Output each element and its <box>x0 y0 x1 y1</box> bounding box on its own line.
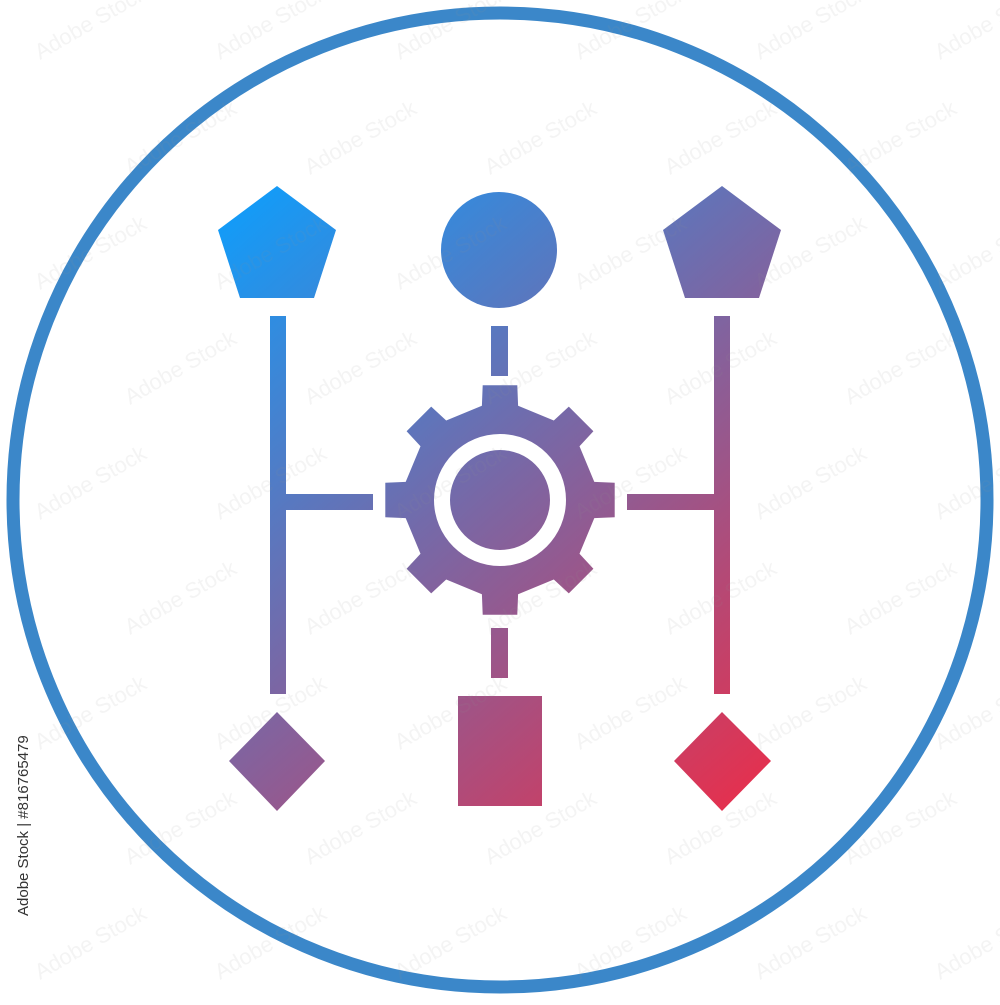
watermark-text: Adobe Stock <box>570 0 691 64</box>
circle-node-top <box>441 192 557 308</box>
watermark-text: Adobe Stock <box>930 210 1000 295</box>
watermark-text: Adobe Stock <box>840 325 961 410</box>
watermark-text: Adobe Stock <box>300 95 421 180</box>
watermark-text: Adobe Stock <box>660 95 781 180</box>
watermark-text: Adobe Stock <box>840 95 961 180</box>
connector-center-bottom <box>491 628 508 678</box>
connector-center-top <box>491 326 508 376</box>
watermark-text: Adobe Stock <box>570 670 691 755</box>
watermark-text: Adobe Stock <box>300 785 421 870</box>
watermark-text: Adobe Stock <box>120 555 241 640</box>
watermark-text: Adobe Stock <box>930 900 1000 985</box>
watermark-text: Adobe Stock <box>750 440 871 525</box>
diamond-node-right <box>674 712 771 811</box>
watermark-text: Adobe Stock <box>30 0 151 64</box>
watermark-text: Adobe Stock <box>930 0 1000 64</box>
watermark-text: Adobe Stock <box>300 325 421 410</box>
watermark-text: Adobe Stock <box>480 95 601 180</box>
gear-icon <box>385 385 615 615</box>
connector-left-vertical <box>270 316 286 694</box>
watermark-text: Adobe Stock <box>120 95 241 180</box>
watermark-text: Adobe Stock <box>210 900 331 985</box>
watermark-text: Adobe Stock <box>840 555 961 640</box>
connector-right-horizontal <box>627 494 714 510</box>
watermark-text: Adobe Stock <box>30 900 151 985</box>
rectangle-node-bottom <box>458 696 542 806</box>
watermark-text: Adobe Stock <box>30 210 151 295</box>
watermark-text: Adobe Stock <box>390 0 511 64</box>
watermark-text: Adobe Stock <box>120 325 241 410</box>
image-id-label: Adobe Stock | #816765479 <box>15 735 32 916</box>
connector-left-horizontal <box>286 494 373 510</box>
watermark-text: Adobe Stock <box>390 900 511 985</box>
watermark-text: Adobe Stock <box>750 670 871 755</box>
watermark-text: Adobe Stock <box>750 0 871 64</box>
pentagon-node-left <box>218 186 336 298</box>
diamond-node-left <box>229 712 325 811</box>
watermark-text: Adobe Stock <box>30 440 151 525</box>
connector-right-vertical <box>714 316 730 694</box>
pentagon-node-right <box>663 186 781 298</box>
watermark-text: Adobe Stock <box>300 555 421 640</box>
outer-ring <box>6 6 994 994</box>
